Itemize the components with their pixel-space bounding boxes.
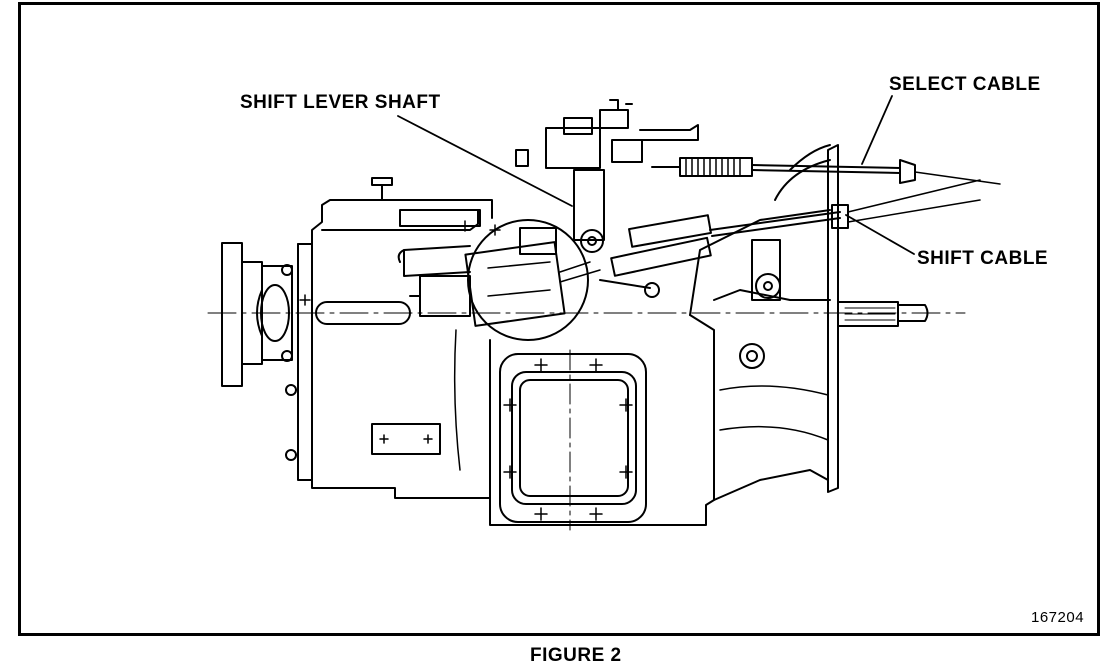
label-shift-cable: SHIFT CABLE (917, 248, 1049, 269)
figure-frame (18, 2, 1100, 636)
leader-select-cable (861, 95, 893, 165)
leader-shift-lever-shaft (397, 115, 573, 207)
label-shift-lever-shaft: SHIFT LEVER SHAFT (240, 92, 441, 113)
shift-cable-assembly (599, 179, 981, 301)
rear-housing (689, 144, 839, 501)
main-case (297, 177, 493, 499)
bolts (299, 220, 501, 306)
actuator-housing (397, 245, 471, 317)
figure-number: 167204 (1031, 609, 1085, 626)
front-flange (221, 242, 297, 461)
side-cover (489, 314, 715, 531)
label-select-cable: SELECT CABLE (889, 74, 1041, 95)
select-cable-assembly (651, 157, 1001, 185)
shift-tower (515, 99, 699, 253)
figure-caption: FIGURE 2 (530, 645, 622, 666)
output-shaft (837, 301, 929, 327)
leader-shift-cable (845, 214, 915, 255)
circled-detail (464, 219, 601, 341)
